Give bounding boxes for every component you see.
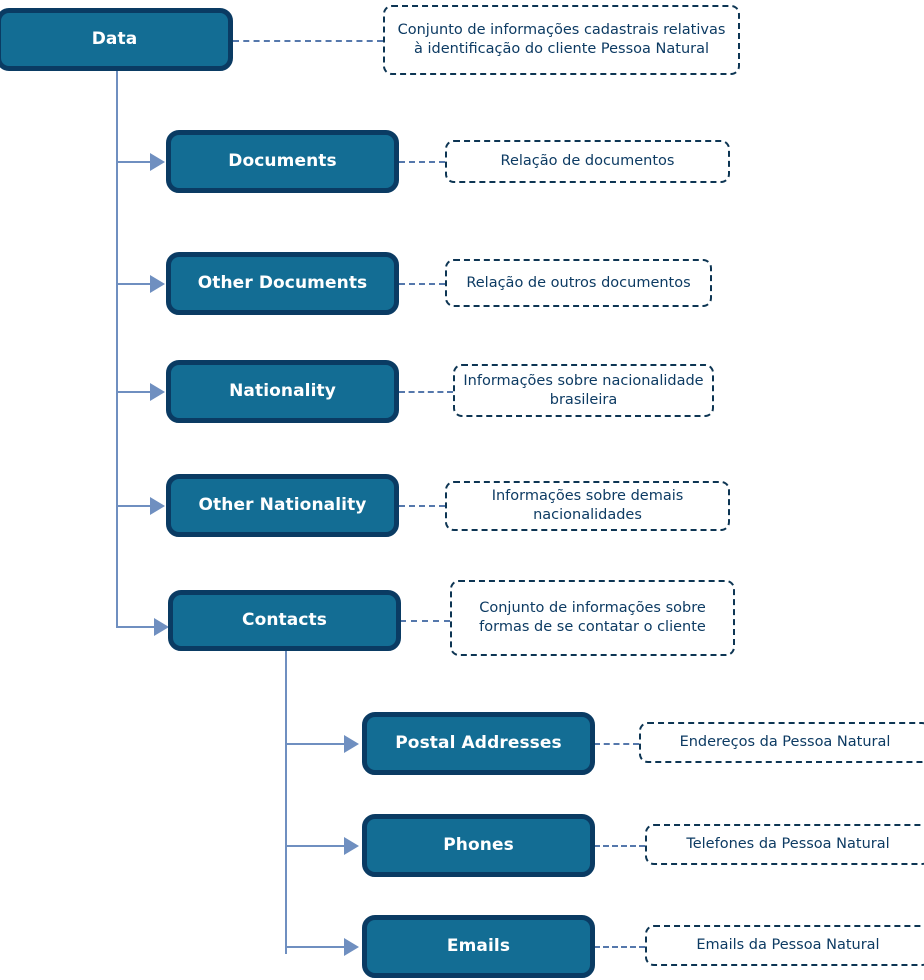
callout-text-other-documents: Relação de outros documentos [466, 274, 691, 291]
node-phones[interactable]: Phones [362, 814, 595, 877]
callout-emails: Emails da Pessoa Natural [645, 925, 924, 966]
node-label-data: Data [91, 28, 138, 49]
node-documents[interactable]: Documents [166, 130, 399, 193]
callout-nationality: Informações sobre nacionalidade brasilei… [453, 364, 714, 417]
branch-line-contacts [116, 626, 154, 628]
node-label-other-documents: Other Documents [197, 272, 368, 293]
node-label-nationality: Nationality [229, 380, 336, 401]
callout-contacts: Conjunto de informações sobre formas de … [450, 580, 735, 656]
callout-phones: Telefones da Pessoa Natural [645, 824, 924, 865]
trunk-line-contacts [285, 651, 287, 954]
branch-line-other-nationality [116, 505, 150, 507]
callout-other-nationality: Informações sobre demais nacionalidades [445, 481, 730, 531]
note-link-nationality [399, 391, 453, 393]
note-link-postal-addresses [594, 743, 639, 745]
callout-data: Conjunto de informações cadastrais relat… [383, 5, 740, 75]
arrowhead-phones [344, 837, 359, 855]
note-link-phones [594, 845, 645, 847]
arrowhead-contacts [154, 618, 169, 636]
node-contacts[interactable]: Contacts [168, 590, 401, 651]
note-link-contacts [400, 620, 450, 622]
node-postal-addresses[interactable]: Postal Addresses [362, 712, 595, 775]
note-link-other-nationality [399, 505, 445, 507]
callout-text-postal-addresses: Endereços da Pessoa Natural [679, 734, 891, 751]
node-label-other-nationality: Other Nationality [198, 494, 367, 515]
callout-text-phones: Telefones da Pessoa Natural [686, 836, 890, 853]
branch-line-postal-addresses [285, 743, 344, 745]
arrowhead-nationality [150, 383, 165, 401]
branch-line-nationality [116, 391, 150, 393]
node-other-nationality[interactable]: Other Nationality [166, 474, 399, 537]
note-link-documents [399, 161, 445, 163]
branch-line-emails [285, 946, 344, 948]
node-label-documents: Documents [228, 150, 337, 171]
branch-line-phones [285, 845, 344, 847]
note-link-other-documents [399, 283, 445, 285]
node-label-phones: Phones [443, 834, 514, 855]
arrowhead-other-nationality [150, 497, 165, 515]
arrowhead-documents [150, 153, 165, 171]
node-other-documents[interactable]: Other Documents [166, 252, 399, 315]
callout-text-other-nationality: Informações sobre demais nacionalidades [491, 488, 684, 523]
callout-text-contacts: Conjunto de informações sobre formas de … [479, 600, 706, 635]
arrowhead-emails [344, 938, 359, 956]
arrowhead-other-documents [150, 275, 165, 293]
callout-text-emails: Emails da Pessoa Natural [696, 937, 880, 954]
node-label-postal-addresses: Postal Addresses [395, 732, 562, 753]
node-data[interactable]: Data [0, 8, 233, 71]
note-link-emails [594, 946, 645, 948]
callout-documents: Relação de documentos [445, 140, 730, 183]
arrowhead-postal-addresses [344, 735, 359, 753]
node-label-contacts: Contacts [242, 609, 327, 630]
note-link-data [233, 40, 383, 42]
callout-text-documents: Relação de documentos [500, 153, 675, 170]
node-emails[interactable]: Emails [362, 915, 595, 978]
branch-line-other-documents [116, 283, 150, 285]
callout-text-data: Conjunto de informações cadastrais relat… [397, 22, 726, 57]
callout-postal-addresses: Endereços da Pessoa Natural [639, 722, 924, 763]
trunk-line-root [116, 71, 118, 627]
branch-line-documents [116, 161, 150, 163]
callout-text-nationality: Informações sobre nacionalidade brasilei… [463, 372, 704, 408]
node-nationality[interactable]: Nationality [166, 360, 399, 423]
callout-other-documents: Relação de outros documentos [445, 259, 712, 307]
node-label-emails: Emails [446, 935, 511, 956]
